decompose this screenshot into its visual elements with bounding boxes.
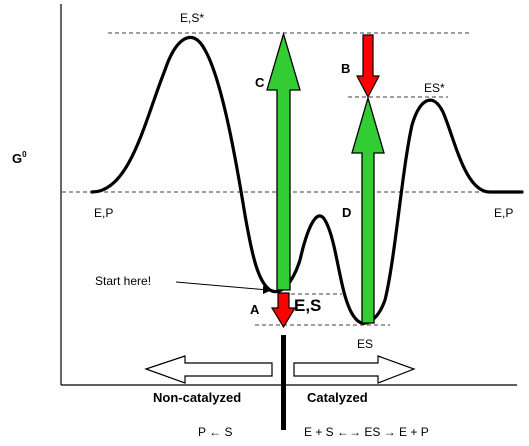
arrow-a-down: [270, 292, 297, 329]
catalyzed-direction-arrow: [293, 355, 416, 384]
non-catalyzed-reaction: P ← S: [198, 425, 232, 439]
non-catalyzed-direction-arrow: [144, 355, 273, 384]
arrow-b-down: [356, 34, 380, 99]
arrow-b-label: B: [341, 61, 350, 76]
ts-catalyzed-label: ES*: [424, 81, 445, 95]
y-axis-label: G0: [12, 150, 27, 166]
reactants-label: E,S: [294, 296, 321, 315]
arrow-a-label: A: [250, 302, 260, 317]
arrow-c-label: C: [255, 75, 265, 90]
ts-uncatalyzed-label: E,S*: [180, 11, 204, 25]
start-here-label: Start here!: [95, 274, 151, 288]
energy-curve: [90, 36, 524, 325]
start-here-pointer-line: [175, 281, 269, 291]
arrow-d-label: D: [342, 205, 351, 220]
catalyzed-label: Catalyzed: [307, 390, 368, 405]
catalyzed-reaction: E + S ←→ ES → E + P: [304, 425, 429, 439]
bound-complex-label: ES: [357, 337, 373, 351]
non-catalyzed-label: Non-catalyzed: [153, 390, 241, 405]
left-products-label: E,P: [94, 206, 113, 220]
arrow-d-up: [351, 95, 385, 324]
arrow-c-up: [266, 31, 301, 291]
start-here-pointer-head: [263, 286, 272, 294]
divider-bar: [281, 335, 286, 430]
y-axis-superscript: 0: [22, 150, 27, 159]
right-products-label: E,P: [494, 206, 513, 220]
